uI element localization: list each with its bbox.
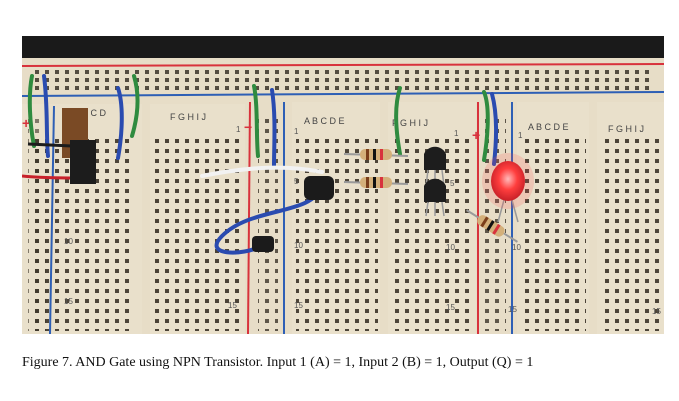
- svg-text:15: 15: [294, 301, 303, 310]
- svg-text:5: 5: [294, 177, 299, 186]
- svg-text:10: 10: [294, 241, 303, 250]
- svg-text:15: 15: [652, 307, 661, 316]
- green-wires: [27, 74, 490, 162]
- svg-text:10: 10: [446, 243, 455, 252]
- svg-text:1: 1: [454, 129, 459, 138]
- hole-grids: [30, 136, 662, 331]
- polarity-marks: + + −: [22, 115, 480, 143]
- label-fghij-1: F G H I J: [170, 112, 206, 122]
- red-led: [482, 153, 534, 223]
- background-dark: [22, 36, 664, 60]
- resistor: [466, 209, 518, 243]
- rail-red-line: [22, 63, 664, 67]
- svg-text:1: 1: [236, 125, 241, 134]
- figure-caption: Figure 7. AND Gate using NPN Transistor.…: [22, 355, 534, 370]
- svg-text:15: 15: [508, 305, 517, 314]
- svg-text:−: −: [244, 119, 252, 135]
- breadboard-photo: A B C D F G H I J A B C D E F G H I J A …: [22, 36, 664, 334]
- label-abcde-2: A B C D E: [528, 122, 569, 132]
- svg-text:5: 5: [450, 179, 455, 188]
- blue-wires: [42, 74, 498, 255]
- svg-text:15: 15: [64, 297, 73, 306]
- column-labels: A B C D F G H I J A B C D E F G H I J A …: [74, 108, 644, 134]
- label-fghij-2: F G H I J: [392, 118, 428, 128]
- svg-text:10: 10: [64, 237, 73, 246]
- svg-text:1: 1: [518, 131, 523, 140]
- label-abcde-1: A B C D E: [304, 116, 345, 126]
- row-labels: 1 1 1 1 5 5 10 10 10 10 15 15 15 15 15 1…: [64, 125, 661, 316]
- label-fghij-3: F G H I J: [608, 124, 644, 134]
- svg-text:15: 15: [228, 301, 237, 310]
- rail-blue-line: [22, 91, 664, 97]
- white-wire: [200, 165, 324, 178]
- svg-text:+: +: [472, 127, 480, 143]
- wire-connector: [252, 176, 334, 252]
- resistor: [343, 177, 409, 188]
- top-rail-holes: [32, 70, 652, 94]
- svg-text:+: +: [22, 115, 30, 131]
- resistor: [343, 149, 409, 160]
- svg-text:15: 15: [446, 303, 455, 312]
- svg-text:1: 1: [294, 127, 299, 136]
- svg-text:10: 10: [512, 243, 521, 252]
- label-left-cols: A B C D: [74, 108, 107, 118]
- transistor: [424, 178, 446, 217]
- voltage-regulator: [27, 108, 96, 184]
